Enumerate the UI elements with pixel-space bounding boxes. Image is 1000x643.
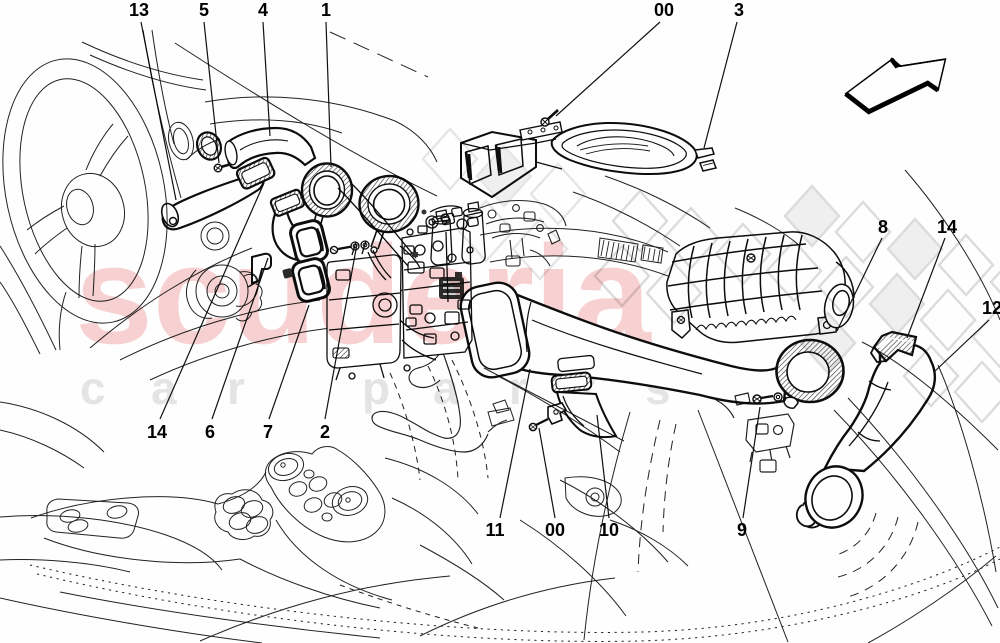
- svg-text:1: 1: [321, 0, 331, 20]
- svg-text:p: p: [362, 362, 390, 414]
- svg-text:6: 6: [205, 422, 215, 442]
- svg-text:7: 7: [263, 422, 273, 442]
- svg-text:4: 4: [258, 0, 268, 20]
- svg-text:r: r: [509, 362, 527, 414]
- svg-text:9: 9: [737, 520, 747, 540]
- svg-text:2: 2: [320, 422, 330, 442]
- svg-text:8: 8: [878, 217, 888, 237]
- svg-text:c: c: [80, 362, 106, 414]
- svg-text:a: a: [433, 362, 459, 414]
- svg-text:3: 3: [734, 0, 744, 20]
- svg-text:r: r: [227, 362, 245, 414]
- svg-text:11: 11: [485, 520, 504, 540]
- svg-text:14: 14: [937, 217, 957, 237]
- svg-text:10: 10: [599, 520, 619, 540]
- svg-text:00: 00: [545, 520, 565, 540]
- svg-text:12: 12: [982, 298, 1000, 318]
- svg-text:13: 13: [129, 0, 149, 20]
- svg-text:a: a: [151, 362, 177, 414]
- svg-text:00: 00: [654, 0, 674, 20]
- svg-text:14: 14: [147, 422, 167, 442]
- svg-text:5: 5: [199, 0, 209, 20]
